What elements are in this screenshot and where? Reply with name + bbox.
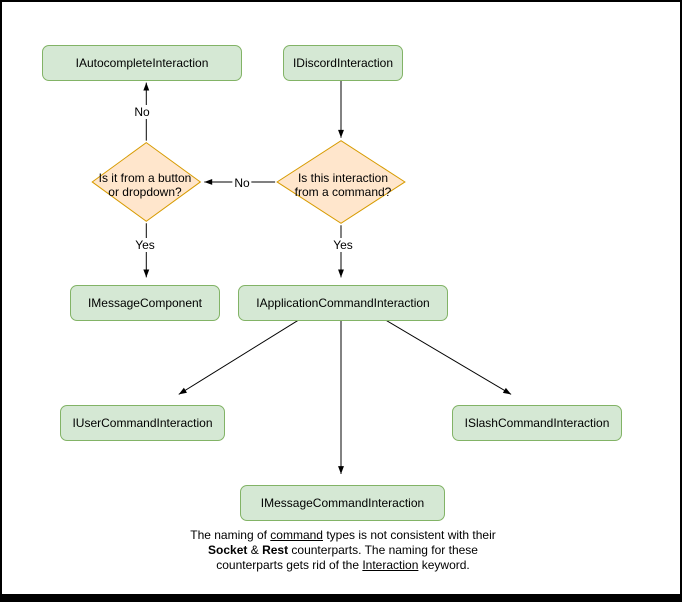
edge-label-yes-center: Yes <box>331 238 355 252</box>
note-line-3: counterparts gets rid of the Interaction… <box>2 558 680 573</box>
node-user-command-interaction: IUserCommandInteraction <box>60 405 225 441</box>
note-segment-bold: Socket <box>208 543 248 557</box>
diagram-connectors <box>91 79 512 475</box>
node-message-command-interaction: IMessageCommandInteraction <box>240 485 445 521</box>
note-segment: keyword. <box>418 558 470 572</box>
node-autocomplete-interaction: IAutocompleteInteraction <box>42 45 242 81</box>
diamond-button-dropdown <box>91 142 202 222</box>
diamond-from-command <box>276 140 406 224</box>
node-message-component: IMessageComponent <box>70 285 220 321</box>
note-line-1: The naming of command types is not consi… <box>2 528 680 543</box>
note-segment-underlined: command <box>270 528 323 542</box>
note-segment: & <box>247 543 263 557</box>
note-segment-underlined: Interaction <box>362 558 419 572</box>
node-application-command-interaction: IApplicationCommandInteraction <box>238 285 448 321</box>
note-line-2: Socket & Rest counterparts. The naming f… <box>2 543 680 558</box>
diamond-label-button-dropdown: Is it from a button or dropdown? <box>98 171 192 199</box>
note-segment-bold: Rest <box>262 543 289 557</box>
edge-app-to-slash <box>378 315 512 395</box>
diamond-label-from-command: Is this interaction from a command? <box>294 171 392 199</box>
node-slash-command-interaction: ISlashCommandInteraction <box>452 405 622 441</box>
note-text: The naming of command types is not consi… <box>2 528 680 573</box>
edge-label-no-left: No <box>232 176 252 190</box>
note-segment: counterparts gets rid of the <box>216 558 363 572</box>
edge-app-to-user <box>178 315 306 395</box>
note-segment: types is not consistent with their <box>322 528 496 542</box>
edge-label-no-up: No <box>132 105 152 119</box>
note-segment: The naming of <box>190 528 271 542</box>
note-segment: counterparts. The naming for these <box>288 543 478 557</box>
edge-label-yes-left: Yes <box>133 238 157 252</box>
node-discord-interaction: IDiscordInteraction <box>283 45 403 81</box>
